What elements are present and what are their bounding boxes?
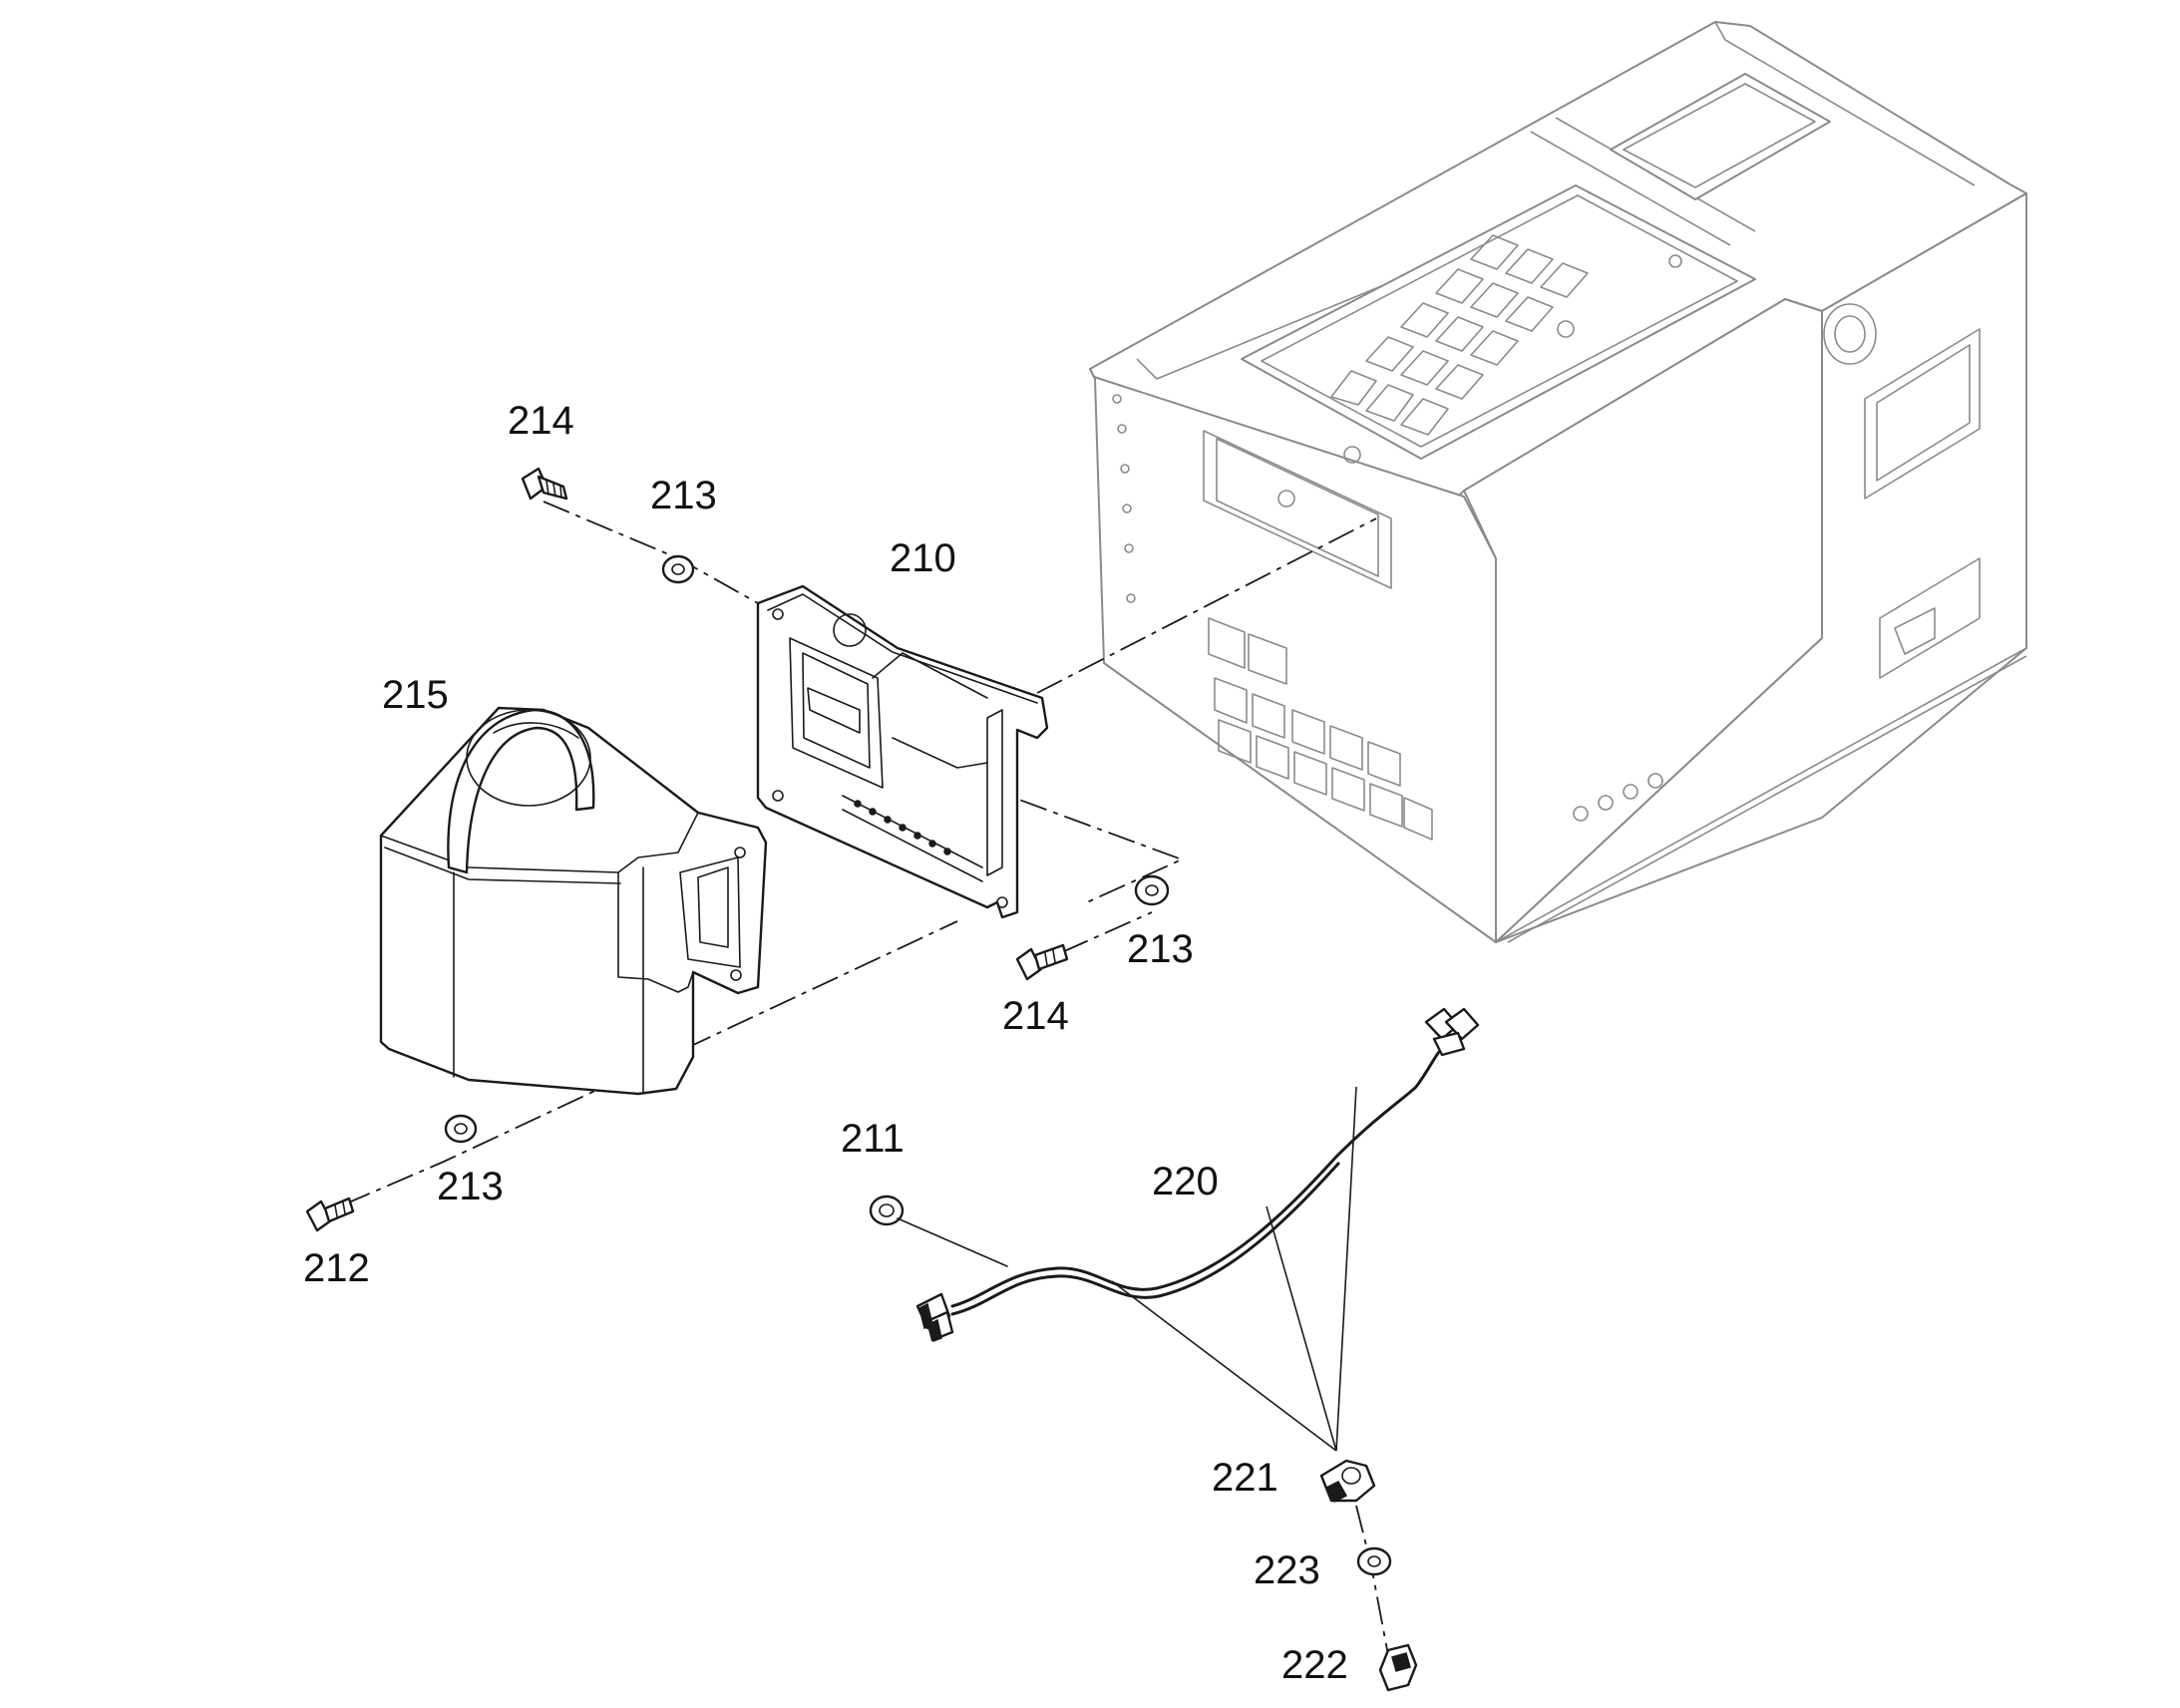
bolt-214-lower — [1015, 943, 1069, 981]
callout-214-upper: 214 — [508, 399, 574, 443]
callout-213-upper: 213 — [650, 474, 717, 517]
callout-labels: 214 213 210 215 213 214 213 212 211 220 … — [303, 399, 1348, 1687]
washer-213-mid — [1134, 874, 1170, 906]
callout-220: 220 — [1152, 1160, 1219, 1203]
callout-213-lower: 213 — [437, 1165, 504, 1208]
bolt-212 — [305, 1196, 355, 1232]
callout-211: 211 — [841, 1117, 905, 1161]
machine-frame — [1089, 21, 2027, 943]
callout-212: 212 — [303, 1246, 370, 1290]
washer-213-lower — [444, 1114, 478, 1144]
leader-lines — [1111, 1086, 1357, 1452]
bolt-214-upper — [521, 467, 568, 501]
callout-210: 210 — [890, 536, 956, 580]
washer-213-upper — [661, 554, 695, 584]
wire-harness-220 — [897, 1007, 1480, 1343]
cover-215 — [379, 706, 768, 1096]
callout-222: 222 — [1281, 1643, 1348, 1687]
mounting-plate-210 — [756, 584, 1049, 919]
callout-223: 223 — [1254, 1548, 1320, 1592]
grommet-211 — [869, 1195, 905, 1226]
washer-223 — [1356, 1546, 1392, 1576]
callout-215: 215 — [382, 673, 449, 717]
callout-214-lower: 214 — [1002, 994, 1069, 1038]
bolt-222 — [1378, 1643, 1418, 1692]
callout-221: 221 — [1212, 1456, 1278, 1500]
callout-213-mid: 213 — [1127, 927, 1194, 971]
clamp-221 — [1319, 1459, 1376, 1503]
